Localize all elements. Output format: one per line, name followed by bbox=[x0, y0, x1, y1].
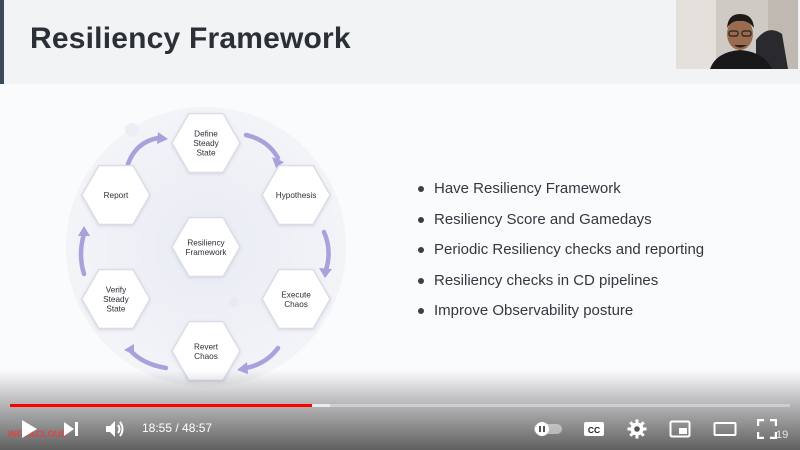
bullet-dot bbox=[418, 186, 424, 192]
brand-logo: INFRACLOUD bbox=[8, 429, 68, 439]
arrowhead-icon bbox=[272, 157, 284, 168]
captions-label: CC bbox=[588, 425, 600, 435]
arrow-icon bbox=[125, 135, 161, 167]
hexagon-shape bbox=[171, 112, 241, 174]
hexagon-label: Chaos bbox=[284, 300, 308, 309]
play-icon bbox=[22, 420, 37, 438]
arrowhead-icon bbox=[78, 226, 90, 236]
hexagon-step: Hypothesis bbox=[261, 164, 331, 226]
hexagon-label: Resiliency bbox=[187, 238, 225, 247]
bullet-dot bbox=[418, 247, 424, 253]
bullet-list: Have Resiliency Framework Resiliency Sco… bbox=[418, 178, 778, 331]
bullet-item: Periodic Resiliency checks and reporting bbox=[418, 239, 778, 270]
arrow-icon bbox=[78, 231, 87, 277]
play-button[interactable] bbox=[18, 418, 40, 440]
progress-played bbox=[10, 404, 312, 407]
bullet-dot bbox=[418, 308, 424, 314]
captions-icon: CC bbox=[584, 422, 604, 436]
fullscreen-icon bbox=[757, 419, 777, 439]
hexagon-label: State bbox=[196, 149, 216, 158]
time-display: 18:55 / 48:57 bbox=[142, 421, 213, 435]
captions-button[interactable]: CC bbox=[582, 418, 606, 440]
bullet-item: Resiliency Score and Gamedays bbox=[418, 209, 778, 240]
arrow-icon bbox=[243, 132, 281, 161]
volume-button[interactable] bbox=[103, 417, 127, 441]
hexagon-label: Revert bbox=[194, 342, 219, 351]
cycle-arrows bbox=[78, 132, 331, 371]
hexagon-group: DefineSteadyStateHypothesisExecuteChaosR… bbox=[81, 112, 331, 382]
hexagon-label: Define bbox=[194, 130, 218, 139]
arrow-icon bbox=[321, 229, 331, 273]
bullet-text: Improve Observability posture bbox=[434, 302, 634, 319]
hexagon-shape bbox=[261, 268, 331, 330]
theater-mode-button[interactable] bbox=[712, 418, 738, 440]
hexagon-label: Verify bbox=[106, 286, 127, 295]
hexagon-shape bbox=[81, 268, 151, 330]
decorative-dot bbox=[125, 123, 139, 137]
settings-button[interactable] bbox=[626, 418, 648, 440]
hexagon-label: Framework bbox=[186, 248, 228, 257]
bullet-dot bbox=[418, 277, 424, 284]
presenter-image bbox=[676, 0, 798, 69]
arrow-icon bbox=[243, 345, 281, 371]
hexagon-shape bbox=[81, 164, 151, 226]
arrowhead-icon bbox=[157, 132, 168, 144]
presenter-webcam bbox=[676, 0, 798, 69]
bullet-text: Periodic Resiliency checks and reporting bbox=[434, 241, 705, 258]
slide-number: 19 bbox=[776, 429, 789, 441]
title-accent-bar bbox=[0, 0, 4, 84]
slide-title-bar: Resiliency Framework bbox=[0, 0, 800, 84]
hexagon-label: Chaos bbox=[194, 352, 218, 361]
volume-icon bbox=[106, 421, 124, 437]
theater-icon bbox=[713, 422, 737, 436]
autoplay-toggle[interactable] bbox=[532, 420, 564, 438]
bullet-dot bbox=[418, 216, 424, 223]
miniplayer-button[interactable] bbox=[668, 418, 692, 440]
bullet-item: Have Resiliency Framework bbox=[418, 178, 778, 209]
autoplay-toggle-icon bbox=[534, 422, 562, 436]
hexagon-shape bbox=[261, 164, 331, 226]
bullet-text: Resiliency Score and Gamedays bbox=[434, 210, 652, 228]
next-button[interactable] bbox=[60, 418, 82, 440]
hexagon-step: Report bbox=[81, 164, 151, 226]
bullet-item: Improve Observability posture bbox=[418, 300, 778, 331]
decorative-dot bbox=[229, 297, 239, 307]
bullet-text: Resiliency checks in CD pipelines bbox=[434, 271, 659, 289]
hexagon-label: Steady bbox=[193, 139, 219, 148]
hexagon-label: Hypothesis bbox=[276, 191, 317, 200]
next-icon bbox=[64, 422, 78, 436]
arrowhead-icon bbox=[319, 268, 332, 278]
slide-title: Resiliency Framework bbox=[30, 22, 351, 55]
arrowhead-icon bbox=[124, 344, 134, 355]
bullet-item: Resiliency checks in CD pipelines bbox=[418, 270, 778, 301]
progress-bar[interactable] bbox=[10, 404, 790, 407]
cycle-diagram-svg: DefineSteadyStateHypothesisExecuteChaosR… bbox=[66, 107, 346, 387]
settings-icon bbox=[627, 419, 647, 439]
controls-gradient bbox=[0, 370, 800, 450]
hexagon-label: Report bbox=[104, 191, 129, 200]
hexagon-shape bbox=[171, 216, 241, 278]
hexagon-label: Execute bbox=[281, 290, 311, 299]
hexagon-label: State bbox=[106, 305, 126, 314]
bullet-text: Have Resiliency Framework bbox=[434, 180, 621, 197]
hexagon-label: Steady bbox=[103, 295, 129, 304]
miniplayer-icon bbox=[669, 420, 691, 438]
fullscreen-button[interactable] bbox=[756, 418, 778, 440]
